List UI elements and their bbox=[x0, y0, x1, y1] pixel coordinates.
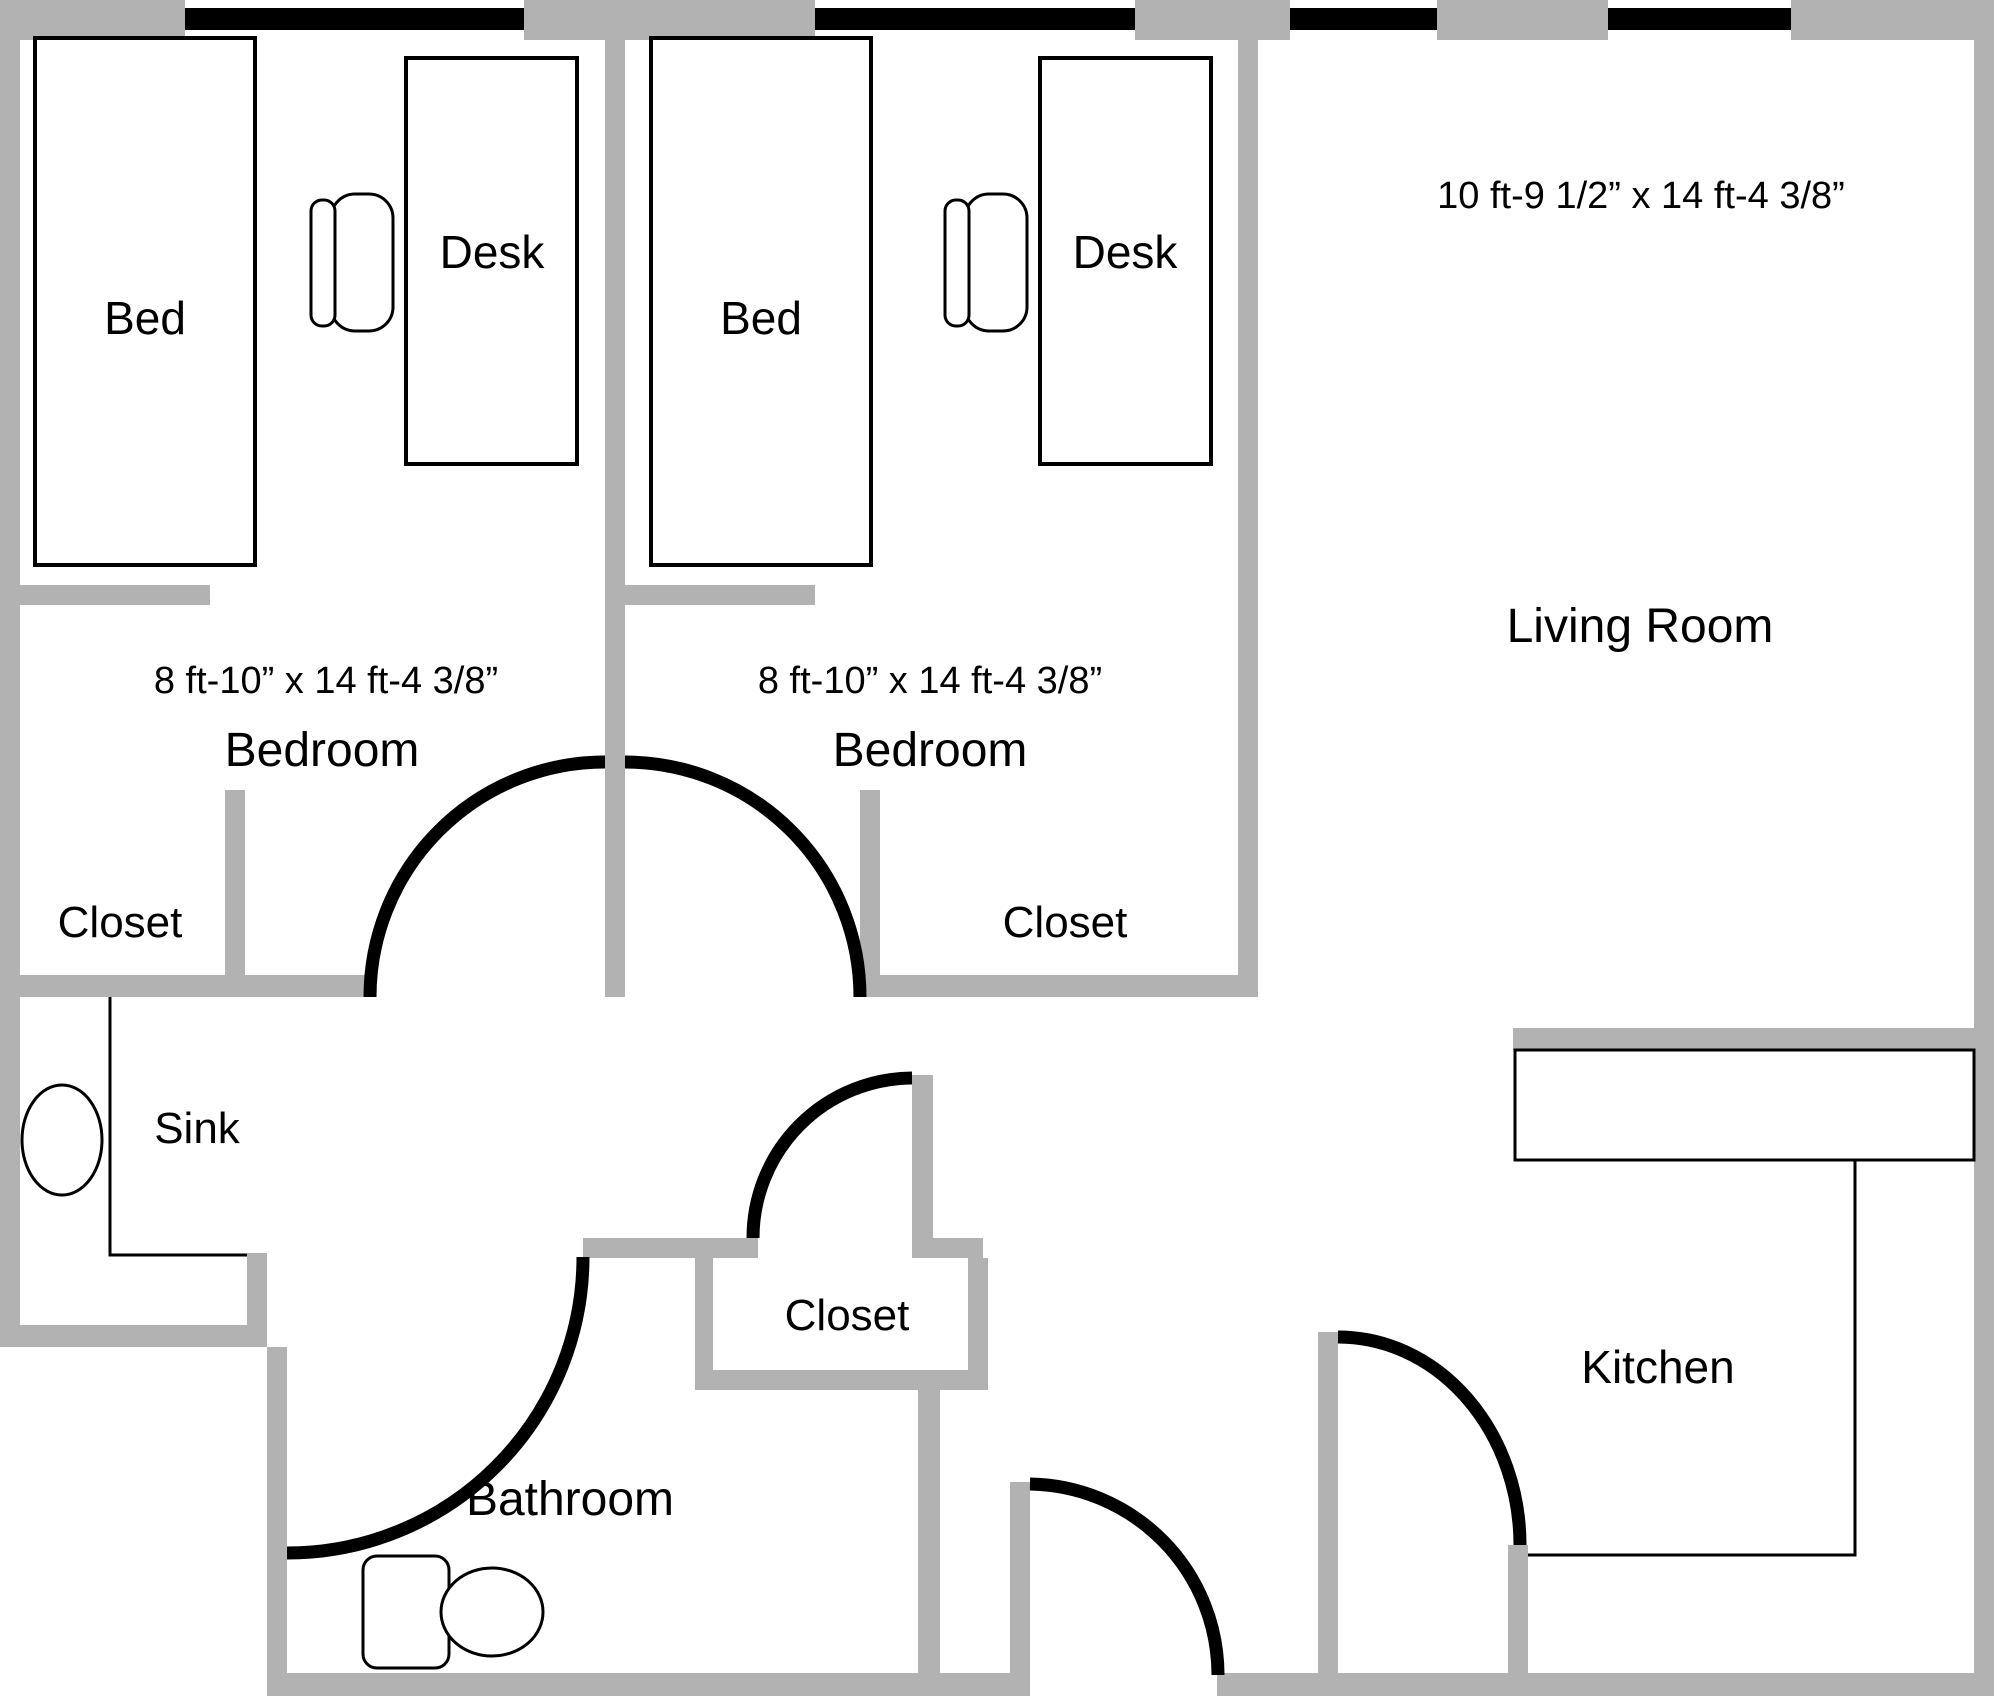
kitchen-door-pillar bbox=[1508, 1545, 1528, 1675]
bedroom2-name: Bedroom bbox=[833, 724, 1028, 777]
bedroom1-desk bbox=[404, 56, 579, 466]
left-wall bbox=[0, 0, 20, 1347]
bedroom1-desk-label: Desk bbox=[440, 226, 546, 278]
kitchen-name: Kitchen bbox=[1581, 1341, 1734, 1393]
living-room-window-bar-2 bbox=[1608, 8, 1791, 30]
hall-closet-right-wall bbox=[968, 1258, 988, 1370]
sink-room-bottom-wall bbox=[0, 1325, 267, 1347]
bathroom-door-arc bbox=[286, 1256, 590, 1560]
kitchen-counter-top bbox=[1513, 1048, 1976, 1162]
bedroom1-chair-back bbox=[309, 198, 337, 328]
bedroom2-bed bbox=[649, 36, 873, 567]
bedroom1-chair-seat bbox=[329, 192, 395, 333]
kitchen-door-arc bbox=[1337, 1330, 1527, 1546]
bedroom1-closet-label: Closet bbox=[58, 898, 183, 947]
toilet bbox=[361, 1554, 545, 1670]
hall-closet-top-wall bbox=[912, 1238, 983, 1258]
bedroom1-bedroom2-wall bbox=[605, 38, 625, 997]
bedroom1-closet-top-stub bbox=[20, 585, 210, 605]
entry-door-arc bbox=[1029, 1477, 1225, 1676]
bathroom-left-wall bbox=[267, 1347, 287, 1673]
top-wall-segment-2 bbox=[524, 0, 815, 40]
windows bbox=[185, 8, 1791, 30]
sink-area: Sink bbox=[20, 997, 247, 1257]
below-closet-wall bbox=[918, 1390, 940, 1673]
bedroom2-chair-seat bbox=[963, 192, 1029, 333]
bedroom2-bottom-wall bbox=[860, 975, 1258, 997]
bedroom2-closet-top-stub bbox=[625, 585, 815, 605]
bedroom2-chair bbox=[943, 192, 1029, 333]
hall-closet-label: Closet bbox=[785, 1291, 910, 1340]
bedroom2-door-arc bbox=[624, 755, 867, 998]
hall-living-divider-wall bbox=[912, 1075, 933, 1258]
top-wall-segment-4 bbox=[1437, 0, 1608, 40]
sink-counter-edge bbox=[108, 997, 247, 1257]
bedroom2-closet-wall bbox=[860, 790, 880, 997]
doors bbox=[286, 755, 1527, 1676]
bathroom-top-wall bbox=[583, 1238, 758, 1258]
top-wall-segment-5 bbox=[1791, 0, 1994, 40]
living-room-name: Living Room bbox=[1507, 600, 1774, 653]
bottom-wall-right bbox=[1217, 1673, 1994, 1696]
toilet-tank bbox=[361, 1554, 451, 1670]
kitchen-hall-divider-wall bbox=[1318, 1332, 1338, 1677]
bedroom1-bottom-wall bbox=[20, 975, 370, 997]
living-room-window-bar-1 bbox=[1290, 8, 1437, 30]
kitchen-top-wall bbox=[1513, 1028, 1974, 1050]
bedroom1-door-arc bbox=[363, 755, 606, 998]
bedroom2-dimensions: 8 ft-10” x 14 ft-4 3/8” bbox=[758, 660, 1102, 702]
entry-door-pillar bbox=[1010, 1482, 1030, 1696]
bedroom1-closet-wall bbox=[225, 790, 245, 997]
bedroom-2: Bed Desk 8 ft-10” x 14 ft-4 3/8” Bedroom… bbox=[649, 36, 1213, 947]
hall-closet-door-arc bbox=[746, 1071, 913, 1239]
bedroom-1: Bed Desk 8 ft-10” x 14 ft-4 3/8” Bedroom… bbox=[33, 36, 579, 947]
top-wall-segment-3 bbox=[1135, 0, 1290, 40]
top-wall-segment-1 bbox=[0, 0, 185, 40]
kitchen: Kitchen bbox=[1513, 1048, 1976, 1557]
bedroom2-chair-back bbox=[943, 198, 971, 328]
kitchen-counter-right-edge bbox=[1528, 1160, 1857, 1557]
bedroom1-bed bbox=[33, 36, 257, 567]
hall-closet: Closet bbox=[785, 1291, 910, 1340]
sink-label: Sink bbox=[154, 1104, 241, 1153]
bedroom1-bed-label: Bed bbox=[104, 292, 186, 344]
hall-closet-bottom-wall bbox=[695, 1370, 988, 1390]
bedroom2-living-wall bbox=[1238, 38, 1258, 997]
toilet-bowl bbox=[439, 1566, 545, 1658]
interior-walls bbox=[0, 38, 1974, 1696]
sink-room-right-stub bbox=[247, 1253, 267, 1347]
bathroom: Bathroom bbox=[361, 1473, 674, 1670]
bottom-wall-left bbox=[267, 1673, 1030, 1696]
sink-basin bbox=[20, 1083, 104, 1197]
living-room: 10 ft-9 1/2” x 14 ft-4 3/8” Living Room bbox=[1437, 175, 1845, 653]
bedroom2-desk-label: Desk bbox=[1073, 226, 1179, 278]
bedroom2-window-bar bbox=[815, 8, 1135, 30]
right-wall bbox=[1974, 0, 1994, 1696]
bedroom2-closet-label: Closet bbox=[1003, 898, 1128, 947]
bedroom1-window-bar bbox=[185, 8, 524, 30]
bedroom1-dimensions: 8 ft-10” x 14 ft-4 3/8” bbox=[154, 660, 498, 702]
bedroom1-chair bbox=[309, 192, 395, 333]
hall-closet-left-wall bbox=[695, 1258, 713, 1370]
living-room-dimensions: 10 ft-9 1/2” x 14 ft-4 3/8” bbox=[1437, 175, 1845, 217]
bedroom2-bed-label: Bed bbox=[720, 292, 802, 344]
bathroom-name: Bathroom bbox=[466, 1473, 674, 1526]
bedroom1-name: Bedroom bbox=[225, 724, 420, 777]
bedroom2-desk bbox=[1038, 56, 1213, 466]
